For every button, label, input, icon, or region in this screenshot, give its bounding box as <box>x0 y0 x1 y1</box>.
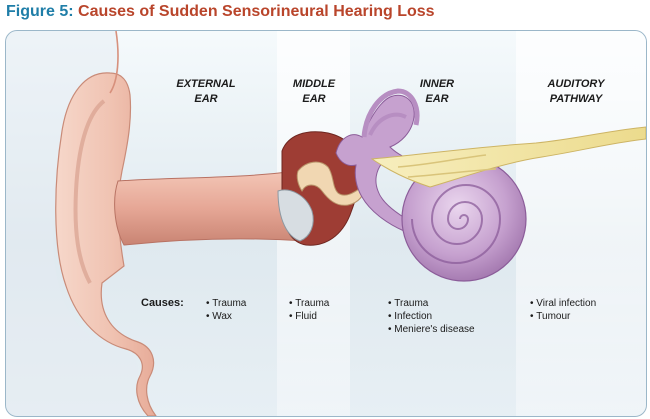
cause-item: Trauma <box>388 297 475 310</box>
cause-item: Wax <box>206 310 246 323</box>
cause-item: Viral infection <box>530 297 596 310</box>
ear-canal-shape <box>114 170 307 246</box>
pinna-shape <box>6 31 157 416</box>
cause-item: Infection <box>388 310 475 323</box>
cause-item: Trauma <box>289 297 329 310</box>
figure-title-text: Causes of Sudden Sensorineural Hearing L… <box>78 3 435 20</box>
auditory-pathway-band <box>516 31 646 416</box>
figure-title: Figure 5: Causes of Sudden Sensorineural… <box>6 3 435 21</box>
ossicles-shape <box>296 161 364 206</box>
cause-item: Meniere's disease <box>388 323 474 336</box>
causes-inner-list: Trauma Infection Meniere's disease <box>388 297 475 336</box>
cause-item: Fluid <box>289 310 329 323</box>
cause-item: Tumour <box>530 310 596 323</box>
eardrum-shape <box>277 189 314 242</box>
causes-auditory-list: Viral infection Tumour <box>530 297 596 323</box>
inner-ear-shape <box>335 88 527 282</box>
causes-external-list: Trauma Wax <box>206 297 246 323</box>
auditory-nerve-shape <box>370 126 646 188</box>
causes-label: Causes: <box>141 297 184 309</box>
ear-anatomy-illustration <box>6 31 646 416</box>
causes-middle-list: Trauma Fluid <box>289 297 329 323</box>
figure-label: Figure 5: <box>6 3 74 20</box>
cause-item: Trauma <box>206 297 246 310</box>
